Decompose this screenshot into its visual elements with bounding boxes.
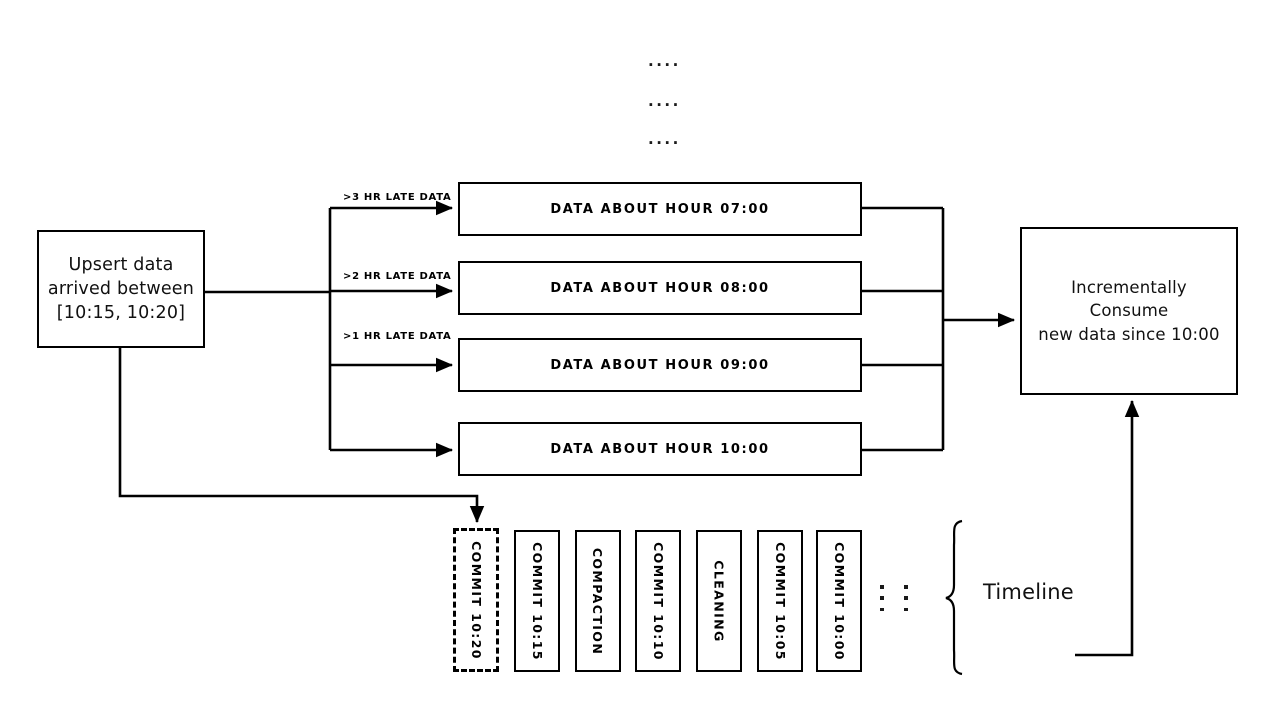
dot xyxy=(880,585,884,589)
commit-box-10-20[interactable]: COMMIT 10:20 xyxy=(453,528,499,672)
hour-box-07-label: DATA ABOUT HOUR 07:00 xyxy=(550,201,770,217)
commit-box-compaction-label: COMPACTION xyxy=(590,547,606,655)
timeline-label: Timeline xyxy=(983,580,1074,604)
commit-box-10-15[interactable]: COMMIT 10:15 xyxy=(514,530,560,672)
dot xyxy=(880,596,884,600)
hour-box-08-label: DATA ABOUT HOUR 08:00 xyxy=(550,280,770,296)
ellipsis-row: .... xyxy=(648,52,681,70)
vertical-ellipsis-icon xyxy=(904,585,908,611)
commit-box-10-10[interactable]: COMMIT 10:10 xyxy=(635,530,681,672)
commit-box-10-10-label: COMMIT 10:10 xyxy=(650,541,666,661)
consume-line-1: Incrementally Consume xyxy=(1071,278,1187,321)
dot xyxy=(904,607,908,611)
edge-timeline-to-consumer xyxy=(1075,399,1140,657)
commit-box-10-05-label: COMMIT 10:05 xyxy=(772,541,788,661)
commit-box-compaction[interactable]: COMPACTION xyxy=(575,530,621,672)
commit-box-cleaning[interactable]: CLEANING xyxy=(696,530,742,672)
hour-box-08[interactable]: DATA ABOUT HOUR 08:00 xyxy=(458,261,862,315)
ellipsis-row: .... xyxy=(648,92,681,110)
commit-box-10-05[interactable]: COMMIT 10:05 xyxy=(757,530,803,672)
ellipsis-row: .... xyxy=(648,130,681,148)
incremental-consume-box[interactable]: Incrementally Consume new data since 10:… xyxy=(1020,227,1238,395)
hour-box-10-label: DATA ABOUT HOUR 10:00 xyxy=(550,441,770,457)
hour-box-09[interactable]: DATA ABOUT HOUR 09:00 xyxy=(458,338,862,392)
incremental-consume-label: Incrementally Consume new data since 10:… xyxy=(1022,276,1236,345)
upsert-data-box[interactable]: Upsert data arrived between [10:15, 10:2… xyxy=(37,230,205,348)
commit-box-10-00-label: COMMIT 10:00 xyxy=(831,541,847,661)
upsert-line-3: [10:15, 10:20] xyxy=(56,303,186,324)
timeline-brace xyxy=(945,519,963,676)
edge-source-to-commit xyxy=(118,348,485,524)
commit-box-cleaning-label: CLEANING xyxy=(711,559,727,643)
consume-line-2: new data since 10:00 xyxy=(1038,324,1220,344)
edge-label-2hr-late: >2 HR LATE DATA xyxy=(343,271,452,282)
hour-box-07[interactable]: DATA ABOUT HOUR 07:00 xyxy=(458,182,862,236)
commit-box-10-20-label: COMMIT 10:20 xyxy=(468,540,484,660)
edge-label-3hr-late: >3 HR LATE DATA xyxy=(343,192,452,203)
upsert-data-label: Upsert data arrived between [10:15, 10:2… xyxy=(42,253,200,325)
vertical-ellipsis-icon xyxy=(880,585,884,611)
dot xyxy=(880,607,884,611)
upsert-line-2: arrived between xyxy=(47,278,195,299)
dot xyxy=(904,585,908,589)
dot xyxy=(904,596,908,600)
commit-box-10-15-label: COMMIT 10:15 xyxy=(529,541,545,661)
hour-box-10[interactable]: DATA ABOUT HOUR 10:00 xyxy=(458,422,862,476)
commit-box-10-00[interactable]: COMMIT 10:00 xyxy=(816,530,862,672)
hour-box-09-label: DATA ABOUT HOUR 09:00 xyxy=(550,357,770,373)
edge-label-1hr-late: >1 HR LATE DATA xyxy=(343,331,452,342)
upsert-line-1: Upsert data xyxy=(68,254,174,275)
